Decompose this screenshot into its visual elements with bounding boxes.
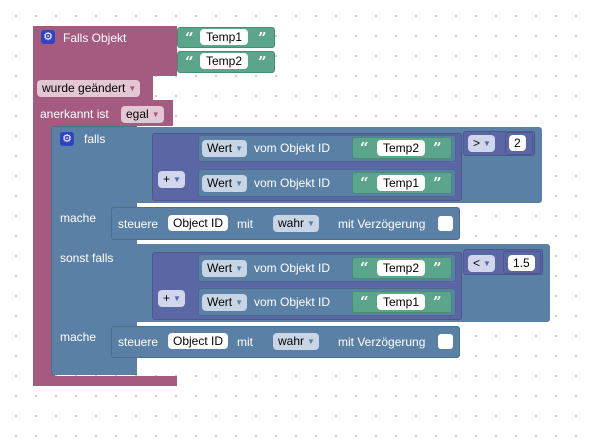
dropdown-arrow-icon: ▼: [128, 84, 137, 93]
elseif-label: sonst falls: [60, 251, 114, 265]
action-value-dropdown[interactable]: wahr▼: [273, 215, 319, 232]
dropdown-arrow-icon: ▼: [483, 259, 491, 268]
action-verb: steuere: [118, 335, 159, 349]
close-quote-icon: ”: [433, 259, 442, 277]
action-verb: steuere: [118, 217, 159, 231]
getter-type-value: Wert: [207, 141, 233, 155]
action-delay-label: mit Verzögerung: [338, 217, 426, 231]
do-label-2: mache: [60, 330, 97, 344]
getter-type-value: Wert: [207, 295, 233, 309]
getter-type-dropdown[interactable]: Wert▼: [202, 260, 248, 277]
getter-type-dropdown[interactable]: Wert▼: [202, 140, 248, 157]
close-quote-icon: ”: [258, 53, 267, 71]
dropdown-arrow-icon: ▼: [173, 294, 181, 303]
do-row-1: [52, 203, 112, 244]
object-string-temp1-value[interactable]: Temp1: [200, 29, 249, 45]
dropdown-arrow-icon: ▼: [307, 337, 315, 346]
compare-operator-dropdown-2[interactable]: <▼: [468, 255, 495, 272]
math-operator-dropdown-1[interactable]: +▼: [158, 171, 185, 188]
object-string-value[interactable]: Temp2: [377, 140, 426, 156]
action-with-label: mit: [237, 335, 253, 349]
math-operator-value-2: +: [163, 291, 171, 305]
dropdown-arrow-icon: ▼: [235, 179, 244, 188]
action-target-field[interactable]: Object ID: [168, 333, 229, 349]
dropdown-arrow-icon: ▼: [173, 175, 181, 184]
object-string-value[interactable]: Temp2: [377, 260, 426, 276]
gear-icon[interactable]: ⚙: [41, 30, 55, 44]
action-delay-label: mit Verzögerung: [338, 335, 426, 349]
dropdown-arrow-icon: ▼: [235, 298, 244, 307]
delay-checkbox[interactable]: [438, 334, 453, 349]
ack-value: egal: [126, 107, 149, 121]
do-label-1: mache: [60, 211, 97, 225]
if-block-footer: [52, 364, 136, 375]
action-target-field[interactable]: Object ID: [168, 215, 229, 231]
math-operator-value-1: +: [163, 172, 171, 186]
open-quote-icon: “: [360, 174, 369, 192]
open-quote-icon: “: [185, 53, 194, 71]
do-row-2: [52, 322, 112, 364]
threshold-value-1[interactable]: 2: [509, 135, 526, 151]
event-block-header[interactable]: [33, 26, 177, 76]
change-type-value: wurde geändert: [42, 81, 126, 95]
object-string-temp2-value[interactable]: Temp2: [200, 53, 249, 69]
if-label: falls: [84, 132, 106, 146]
getter-type-dropdown[interactable]: Wert▼: [202, 294, 248, 311]
dropdown-arrow-icon: ▼: [151, 110, 160, 119]
getter-type-value: Wert: [207, 261, 233, 275]
close-quote-icon: ”: [258, 29, 267, 47]
close-quote-icon: ”: [433, 293, 442, 311]
dropdown-arrow-icon: ▼: [307, 219, 315, 228]
dropdown-arrow-icon: ▼: [235, 144, 244, 153]
getter-label: vom Objekt ID: [254, 295, 331, 309]
compare-operator-value-1: >: [473, 136, 481, 150]
ack-dropdown[interactable]: egal▼: [121, 106, 164, 123]
compare-operator-value-2: <: [473, 256, 481, 270]
action-with-label: mit: [237, 217, 253, 231]
ack-label: anerkannt ist: [40, 107, 109, 121]
event-title: Falls Objekt: [63, 31, 127, 45]
action-value: wahr: [278, 216, 305, 230]
getter-label: vom Objekt ID: [254, 261, 331, 275]
dropdown-arrow-icon: ▼: [235, 264, 244, 273]
getter-label: vom Objekt ID: [254, 141, 331, 155]
close-quote-icon: ”: [433, 174, 442, 192]
open-quote-icon: “: [360, 139, 369, 157]
delay-checkbox[interactable]: [438, 216, 453, 231]
getter-type-dropdown[interactable]: Wert▼: [202, 175, 248, 192]
getter-label: vom Objekt ID: [254, 176, 331, 190]
compare-operator-dropdown-1[interactable]: >▼: [468, 135, 495, 152]
event-block-footer: [33, 376, 177, 386]
object-string-value[interactable]: Temp1: [377, 294, 426, 310]
gear-icon[interactable]: ⚙: [60, 132, 74, 146]
open-quote-icon: “: [185, 29, 194, 47]
close-quote-icon: ”: [433, 139, 442, 157]
change-type-dropdown[interactable]: wurde geändert▼: [37, 80, 141, 97]
dropdown-arrow-icon: ▼: [483, 139, 491, 148]
threshold-value-2[interactable]: 1.5: [508, 255, 535, 271]
getter-type-value: Wert: [207, 176, 233, 190]
action-value-dropdown[interactable]: wahr▼: [273, 333, 319, 350]
open-quote-icon: “: [360, 293, 369, 311]
math-operator-dropdown-2[interactable]: +▼: [158, 290, 185, 307]
action-value: wahr: [278, 334, 305, 348]
open-quote-icon: “: [360, 259, 369, 277]
object-string-value[interactable]: Temp1: [377, 175, 426, 191]
